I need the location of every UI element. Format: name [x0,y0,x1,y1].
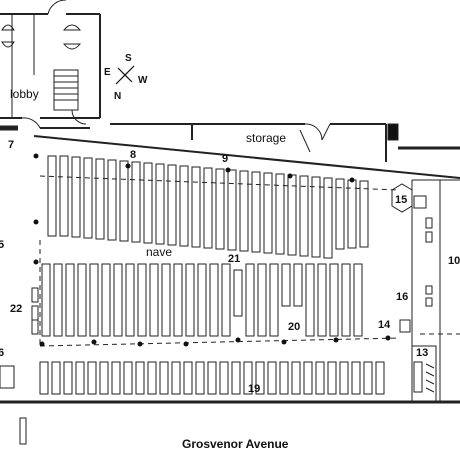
compass-west: W [138,75,148,86]
marker-7: 7 [8,139,15,151]
lobby-label: lobby [10,87,39,101]
marker-16: 16 [396,291,409,303]
toilet-icons [1,24,82,50]
upper-walls [0,123,460,179]
pews-upper [47,155,369,259]
marker-20: 20 [288,321,301,333]
aisle-lines [39,175,460,347]
compass-south: S [125,53,132,64]
marker-21: 21 [228,253,241,265]
compass-east: E [104,67,111,78]
marker-14: 14 [378,319,391,331]
lobby-walls [0,0,101,125]
marker-5: 5 [0,239,5,251]
entry-door [21,117,41,129]
outer-walls [0,179,460,445]
marker-22: 22 [10,303,23,315]
marker-13: 13 [416,347,429,359]
marker-9: 9 [222,153,229,165]
compass-north: N [114,91,122,102]
marker-10: 10 [448,255,460,267]
compass-rose [115,65,135,85]
marker-6: 6 [0,347,5,359]
nave-label: nave [146,245,173,259]
marker-15: 15 [395,194,408,206]
marker-8: 8 [130,149,137,161]
pews-lower [0,361,385,395]
marker-19: 19 [248,383,261,395]
pews-middle [31,263,363,337]
street-name: Grosvenor Avenue [182,437,289,451]
storage-label: storage [246,131,287,145]
pillars [33,153,391,347]
chancel-features [391,183,435,393]
